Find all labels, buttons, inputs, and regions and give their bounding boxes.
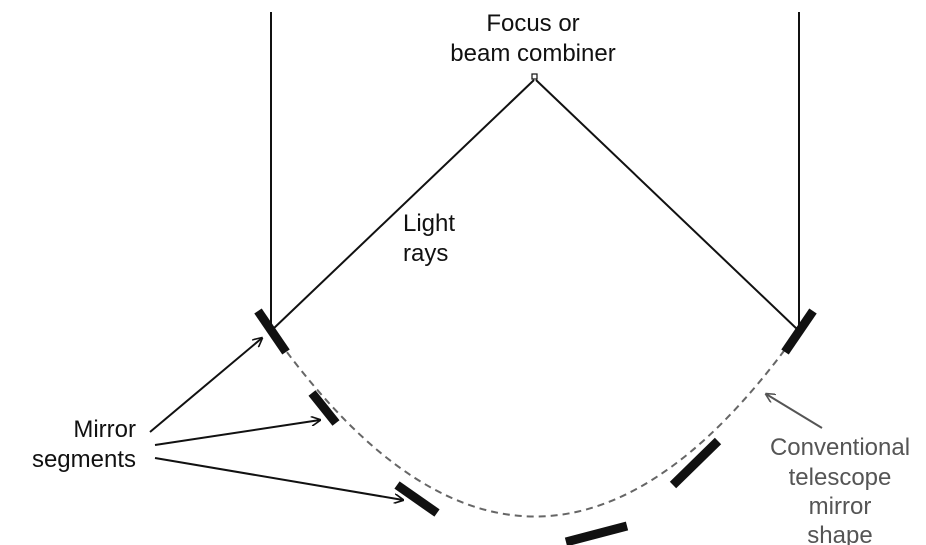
conventional-mirror-curve [258,312,812,518]
light-rays-label-line1: Light [403,210,455,237]
conventional-label-line4: shape [807,522,872,545]
mirror-segment [254,308,290,355]
focus-label-line2: beam combiner [450,40,615,67]
focus-point-marker [531,73,538,80]
mirror-segment [564,521,629,545]
mirror-segments-label-line1: Mirror [73,416,136,443]
mirror-segments-label-line2: segments [32,446,136,473]
mirror-segment [781,308,817,355]
conventional-pointer-arrow [766,394,823,429]
conventional-label-line3: mirror [809,493,872,520]
conventional-label-line2: telescope [789,464,892,491]
mirror-pointer-arrow-1 [149,338,262,433]
mirror-segment [308,390,340,426]
mirror-segment [669,437,722,489]
mirror-segment [394,481,440,517]
mirror-pointer-arrow-2 [154,420,320,446]
focus-label-line1: Focus or [486,10,579,37]
mirror-pointer-arrow-3 [154,457,403,500]
reflected-light-ray-right [535,79,799,331]
reflected-light-ray-left [271,79,535,331]
light-rays-label-line2: rays [403,240,448,267]
conventional-label-line1: Conventional [770,434,910,461]
